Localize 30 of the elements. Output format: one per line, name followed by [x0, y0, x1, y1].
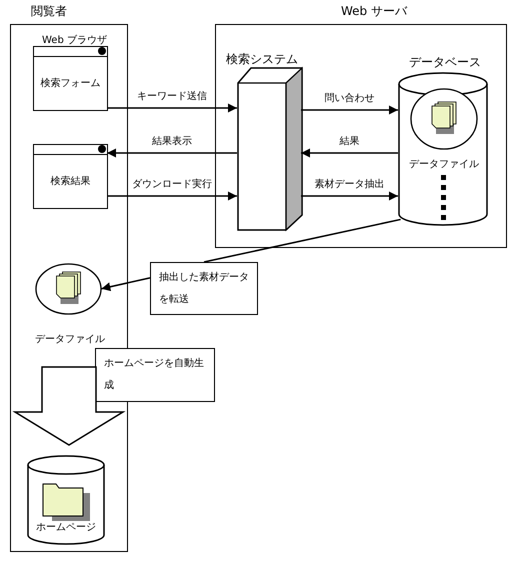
node-label: 抽出した素材データを転送: [159, 270, 249, 307]
arrow: [101, 277, 150, 292]
block-arrow: [12, 366, 126, 446]
callout-box: [95, 348, 215, 402]
node-label: データファイル: [408, 158, 480, 171]
heading: 検索システム: [226, 51, 298, 68]
arrow: [107, 148, 237, 158]
node-label: ホームページ: [35, 521, 97, 534]
arrow: [107, 192, 237, 200]
heading: Web ブラウザ: [42, 34, 107, 47]
arrow: [301, 192, 398, 200]
node-label: ホームページを自動生成: [104, 356, 205, 393]
browser-window: [33, 144, 108, 209]
data-file: [34, 262, 106, 346]
callout-box: [150, 262, 258, 315]
edge-label: ダウンロード実行: [130, 177, 214, 191]
heading: 閲覧者: [31, 3, 67, 20]
edge-label: キーワード送信: [135, 89, 209, 103]
node-label: 検索フォーム: [40, 76, 102, 90]
heading: データベース: [409, 54, 481, 71]
database-cylinder: [28, 456, 104, 544]
arrow: [301, 148, 398, 158]
edge-label: 結果表示: [150, 134, 194, 148]
node-label: データファイル: [34, 333, 106, 346]
edge-label: 結果: [338, 134, 362, 148]
arrow: [107, 104, 237, 112]
heading: Web サーバ: [341, 3, 407, 20]
arrow: [301, 106, 398, 114]
node-label: 検索結果: [50, 174, 92, 188]
edge-label: 問い合わせ: [322, 91, 376, 105]
